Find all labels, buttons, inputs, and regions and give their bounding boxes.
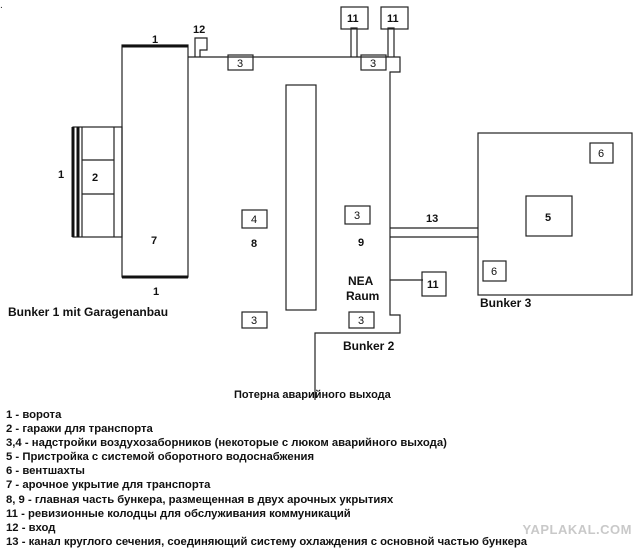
label-raum: Raum [346, 289, 379, 303]
label-entrance: 12 [193, 24, 205, 36]
label-superstructure-mid-left: 4 [251, 214, 257, 226]
label-shaft-right: 11 [387, 13, 399, 25]
label-vent-b3-bottom: 6 [491, 266, 497, 278]
air-intake-box [227, 54, 254, 71]
air-intake-box [344, 205, 371, 225]
shaft-box [340, 6, 369, 30]
legend-item: 2 - гаражи для транспорта [6, 423, 153, 436]
caption-emergency-tunnel: Потерна аварийного выхода [234, 389, 392, 400]
side-shaft-box [421, 271, 447, 297]
main-part-arch [285, 84, 317, 311]
label-superstructure-mid-right: 3 [354, 210, 360, 222]
legend-item: 5 - Пристройка с системой оборотного вод… [6, 451, 315, 464]
label-shaft-left: 11 [347, 13, 359, 25]
legend-item: 1 - ворота [6, 409, 62, 421]
bunker-plan-diagram: 1 1 1 2 7 12 11 11 3 3 4 3 8 9 3 3 NEA R… [8, 6, 633, 400]
legend: 1 - ворота 2 - гаражи для транспорта 3,4… [6, 408, 634, 549]
caption-bunker3: Bunker 3 [480, 296, 532, 310]
caption-bunker2: Bunker 2 [343, 339, 395, 353]
shaft-box [380, 6, 409, 30]
label-nea-raum: NEA Raum [346, 274, 379, 303]
air-intake-box [348, 311, 375, 329]
label-main-part-left: 8 [251, 238, 257, 250]
watermark: YAPLAKAL.COM [522, 522, 632, 537]
label-cooling-channel: 13 [426, 213, 438, 225]
label-vent-b3-top: 6 [598, 148, 604, 160]
vent-shaft-box [589, 142, 614, 164]
label-vent-bottom-right: 3 [358, 315, 364, 327]
entrance-structure [194, 37, 208, 57]
bunker2-outline [188, 56, 401, 400]
shaft-connector [350, 27, 358, 57]
air-intake-box [241, 311, 268, 329]
label-garages: 2 [92, 172, 98, 184]
label-vent-bottom-left: 3 [251, 315, 257, 327]
label-gate-top: 1 [152, 34, 158, 46]
air-intake-box [360, 54, 387, 71]
legend-item: 7 - арочное укрытие для транспорта [6, 479, 211, 492]
legend-item: 12 - вход [6, 521, 56, 534]
caption-bunker1: Bunker 1 mit Garagenanbau [8, 305, 168, 319]
legend-item: 3,4 - надстройки воздухозаборников (неко… [6, 437, 447, 450]
legend-item: 8, 9 - главная часть бункера, размещенна… [6, 493, 394, 506]
cooling-building-box [525, 195, 573, 237]
legend-item: 13 - канал круглого сечения, соединяющий… [6, 535, 528, 548]
bunker3-outline [477, 132, 633, 296]
label-side-shaft: 11 [427, 279, 439, 291]
label-vent-top-right: 3 [370, 58, 376, 70]
legend-item: 6 - вентшахты [6, 465, 85, 478]
label-arch-garage: 7 [151, 235, 157, 247]
vent-shaft-box [482, 260, 507, 282]
label-main-part-right: 9 [358, 237, 364, 249]
label-cooling-building: 5 [545, 212, 551, 224]
legend-item: 11 - ревизионные колодцы для обслуживани… [6, 507, 351, 520]
label-gate-bottom: 1 [153, 286, 159, 298]
page-mark: . [0, 0, 3, 11]
air-intake-box [241, 209, 268, 229]
label-vent-top-left: 3 [237, 58, 243, 70]
label-gate-left: 1 [58, 169, 64, 181]
label-nea: NEA [348, 274, 374, 288]
shaft-connector [387, 27, 395, 57]
